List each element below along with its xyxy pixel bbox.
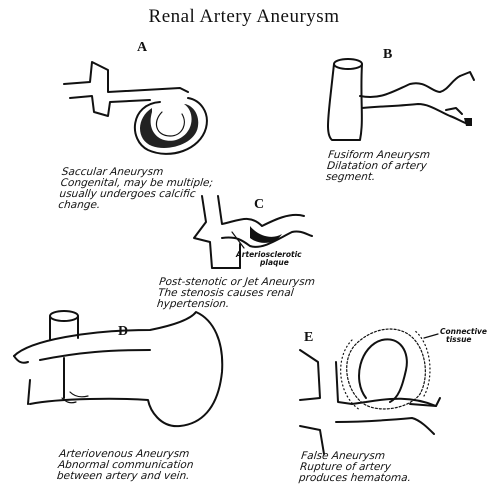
caption-false: False Aneurysm Rupture of artery produce… [298, 451, 414, 484]
caption-line: produces hematoma. [298, 473, 411, 484]
fusiform-aneurysm-drawing [328, 59, 474, 140]
panel-label-c: C [254, 197, 264, 213]
saccular-aneurysm-drawing [64, 62, 207, 154]
plaque-label: Arteriosclerotic plaque [236, 251, 302, 267]
label-line: tissue [440, 336, 487, 344]
connective-tissue-label: Connective tissue [440, 328, 487, 344]
caption-line: segment. [325, 172, 428, 183]
caption-line: between artery and vein. [56, 471, 193, 482]
caption-post-stenotic: Post-stenotic or Jet Aneurysm The stenos… [156, 277, 315, 310]
false-aneurysm-drawing [300, 329, 440, 454]
caption-arteriovenous: Arteriovenous Aneurysm Abnormal communic… [56, 449, 195, 482]
caption-saccular: Saccular Aneurysm Congenital, may be mul… [58, 167, 215, 211]
panel-label-d: D [118, 324, 128, 340]
panel-label-b: B [383, 47, 392, 63]
caption-line: change. [58, 200, 211, 211]
caption-line: hypertension. [156, 299, 313, 310]
panel-label-a: A [137, 40, 147, 56]
label-line: plaque [236, 259, 302, 267]
caption-fusiform: Fusiform Aneurysm Dilatation of artery s… [325, 150, 430, 183]
panel-label-e: E [304, 330, 313, 346]
